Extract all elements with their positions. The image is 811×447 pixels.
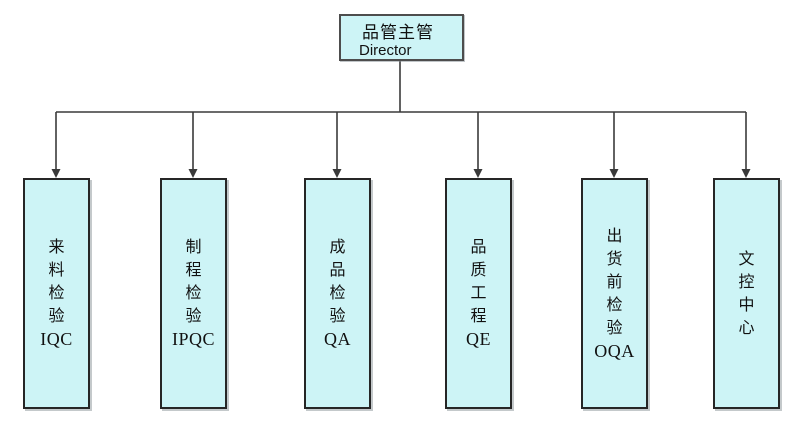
connector-arrowhead-5 xyxy=(609,169,619,178)
dept-name-char: 验 xyxy=(329,308,346,325)
dept-name-char: 质 xyxy=(470,262,487,279)
dept-box-iqc: 来料检验 IQC xyxy=(23,178,90,409)
dept-name-char: 检 xyxy=(48,285,65,302)
connector-arrowhead-6 xyxy=(741,169,751,178)
root-subtitle: Director xyxy=(359,42,412,59)
dept-name-char: 检 xyxy=(185,285,202,302)
dept-name-char: 前 xyxy=(606,273,623,291)
dept-name-char: 中 xyxy=(738,296,755,314)
dept-abbr: OQA xyxy=(594,340,635,361)
dept-box-qe: 品质工程 QE xyxy=(445,178,512,409)
dept-name-char: 验 xyxy=(48,308,65,325)
dept-name-char: 文 xyxy=(738,250,755,268)
dept-box-ipqc: 制程检验 IPQC xyxy=(160,178,227,409)
root-title: 品管主管 xyxy=(362,23,434,42)
dept-name-char: 检 xyxy=(329,285,346,302)
connector-arrowhead-4 xyxy=(473,169,483,178)
dept-name-char: 控 xyxy=(738,273,755,291)
dept-name-char: 料 xyxy=(48,262,65,279)
dept-name-char: 心 xyxy=(738,319,755,337)
dept-abbr: IQC xyxy=(40,329,73,349)
dept-name-char: 出 xyxy=(606,227,623,245)
dept-name-char: 检 xyxy=(606,296,623,314)
dept-box-dept6: 文控中心 xyxy=(713,178,780,409)
dept-name-char: 制 xyxy=(185,239,202,256)
dept-abbr: QA xyxy=(324,329,351,349)
root-box: 品管主管 Director xyxy=(339,14,464,61)
dept-name-char: 来 xyxy=(48,239,65,256)
dept-name-char: 成 xyxy=(329,239,346,256)
dept-name-char: 工 xyxy=(470,285,487,302)
dept-name-char: 验 xyxy=(606,319,623,337)
dept-name-char: 验 xyxy=(185,308,202,325)
connector-arrowhead-3 xyxy=(332,169,342,178)
dept-name-char: 品 xyxy=(470,239,487,256)
dept-name-char: 品 xyxy=(329,262,346,279)
dept-name-char: 程 xyxy=(185,262,202,279)
dept-box-oqa: 出货前检验 OQA xyxy=(581,178,648,409)
connector-arrowhead-2 xyxy=(188,169,198,178)
connector-arrowhead-1 xyxy=(51,169,61,178)
dept-abbr: QE xyxy=(466,329,491,349)
dept-name-char: 程 xyxy=(470,308,487,325)
dept-abbr: IPQC xyxy=(171,329,215,349)
dept-box-qa: 成品检验 QA xyxy=(304,178,371,409)
dept-name-char: 货 xyxy=(606,250,623,268)
